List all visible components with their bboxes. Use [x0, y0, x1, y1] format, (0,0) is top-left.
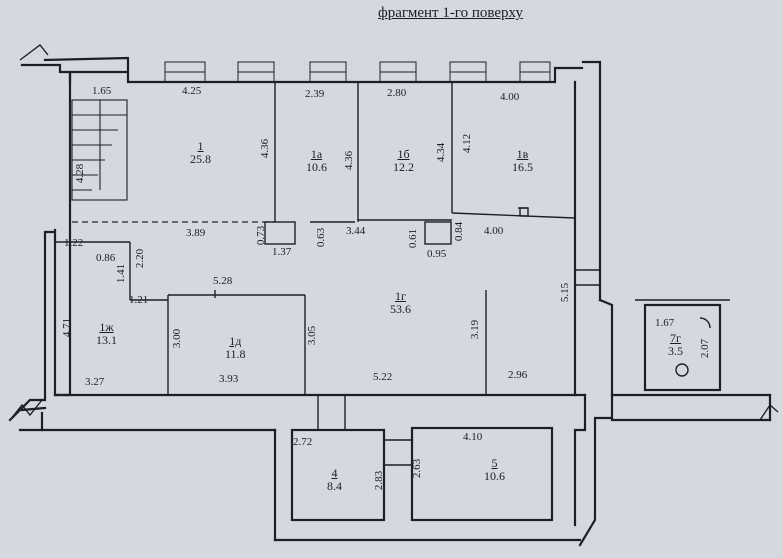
dim-5-22: 5.22: [373, 371, 393, 383]
dim-0-95: 0.95: [427, 248, 447, 260]
dim-1-67: 1.67: [655, 317, 675, 329]
dim-5-15: 5.15: [559, 282, 572, 303]
room-7g-outline: [635, 299, 730, 392]
dim-2-72: 2.72: [293, 436, 313, 448]
dim-5-28: 5.28: [213, 275, 233, 287]
interior-walls: [55, 82, 600, 395]
lower-rooms: [290, 395, 554, 522]
dim-0-86: 0.86: [96, 252, 116, 264]
dim-3-19: 3.19: [469, 319, 482, 340]
dim-1-37: 1.37: [272, 246, 292, 258]
dim-4-34: 4.34: [435, 142, 448, 163]
dim-0-63: 0.63: [315, 227, 328, 248]
dim-4-10: 4.10: [463, 431, 483, 443]
plan-title: фрагмент 1-го поверху: [378, 5, 523, 21]
dim-4-36-a: 4.36: [259, 138, 272, 159]
dim-2-80: 2.80: [387, 87, 407, 99]
dim-3-93: 3.93: [219, 373, 239, 385]
dim-4-12: 4.12: [461, 133, 474, 154]
dim-4-25: 4.25: [182, 85, 202, 97]
dim-1-65: 1.65: [92, 85, 112, 97]
staircase: [71, 99, 128, 201]
dim-0-84: 0.84: [453, 221, 466, 242]
top-windows: [164, 61, 551, 83]
dim-3-00: 3.00: [171, 328, 184, 349]
dim-3-27: 3.27: [85, 376, 105, 388]
dim-4-00-top: 4.00: [500, 91, 520, 103]
dim-3-89: 3.89: [186, 227, 206, 239]
dim-2-63: 2.63: [411, 458, 424, 479]
dim-4-28: 4.28: [74, 163, 87, 184]
dim-2-07: 2.07: [699, 338, 712, 359]
dim-4-36-b: 4.36: [343, 150, 356, 171]
dim-4-71: 4.71: [61, 317, 74, 338]
dim-1-22: 1.22: [64, 237, 84, 249]
dim-0-61: 0.61: [407, 228, 420, 249]
dim-1-41: 1.41: [115, 263, 128, 284]
dim-2-96: 2.96: [508, 369, 528, 381]
dim-3-05: 3.05: [306, 325, 319, 346]
dim-4-00-mid: 4.00: [484, 225, 504, 237]
dim-0-73: 0.73: [255, 225, 268, 246]
dim-1-21: 1.21: [129, 294, 149, 306]
break-marks: [9, 44, 779, 421]
dim-2-83: 2.83: [373, 470, 386, 491]
dim-2-20: 2.20: [134, 248, 147, 269]
dim-2-39: 2.39: [305, 88, 325, 100]
dim-3-44: 3.44: [346, 225, 366, 237]
